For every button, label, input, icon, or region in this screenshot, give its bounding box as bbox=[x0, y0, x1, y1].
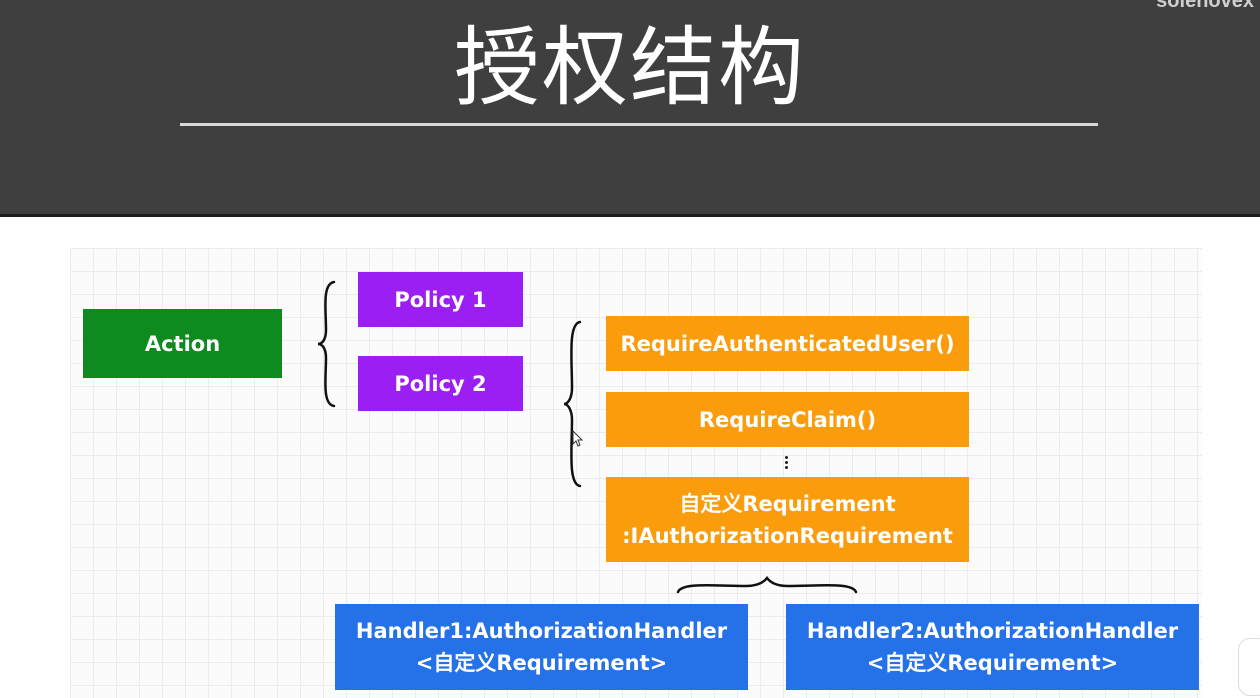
ellipsis-dots bbox=[785, 456, 789, 472]
slide-header: solenovex 授权结构 bbox=[0, 0, 1260, 214]
require-claim-label: RequireClaim() bbox=[698, 407, 877, 432]
custom-requirement-line1: 自定义Requirement bbox=[679, 491, 896, 516]
header-divider bbox=[0, 214, 1260, 217]
handlers-brace bbox=[676, 576, 858, 594]
policy-1-label: Policy 1 bbox=[394, 287, 487, 312]
action-box: Action bbox=[83, 309, 282, 378]
handler-2-box: Handler2:AuthorizationHandler <自定义Requir… bbox=[786, 604, 1199, 690]
mouse-cursor-icon bbox=[572, 430, 584, 447]
policies-brace bbox=[317, 280, 336, 408]
custom-requirement-box: 自定义Requirement :IAuthorizationRequiremen… bbox=[606, 477, 969, 562]
require-claim-box: RequireClaim() bbox=[606, 392, 969, 447]
handler-1-box: Handler1:AuthorizationHandler <自定义Requir… bbox=[335, 604, 748, 690]
action-label: Action bbox=[144, 331, 221, 356]
require-authenticated-user-box: RequireAuthenticatedUser() bbox=[606, 316, 969, 371]
policy-1-box: Policy 1 bbox=[358, 272, 523, 327]
policy-2-label: Policy 2 bbox=[394, 371, 487, 396]
watermark: solenovex bbox=[1156, 0, 1254, 12]
corner-widget-button[interactable] bbox=[1238, 638, 1260, 696]
handler-2-line2: <自定义Requirement> bbox=[866, 651, 1119, 675]
custom-requirement-line2: :IAuthorizationRequirement bbox=[622, 523, 953, 548]
requirements-brace bbox=[563, 320, 582, 488]
require-authenticated-user-label: RequireAuthenticatedUser() bbox=[620, 331, 955, 356]
handler-1-line1: Handler1:AuthorizationHandler bbox=[355, 619, 728, 643]
handler-1-line2: <自定义Requirement> bbox=[415, 651, 668, 675]
title-underline bbox=[180, 123, 1098, 126]
handler-2-line1: Handler2:AuthorizationHandler bbox=[806, 619, 1179, 643]
slide-title: 授权结构 bbox=[454, 18, 806, 118]
policy-2-box: Policy 2 bbox=[358, 356, 523, 411]
